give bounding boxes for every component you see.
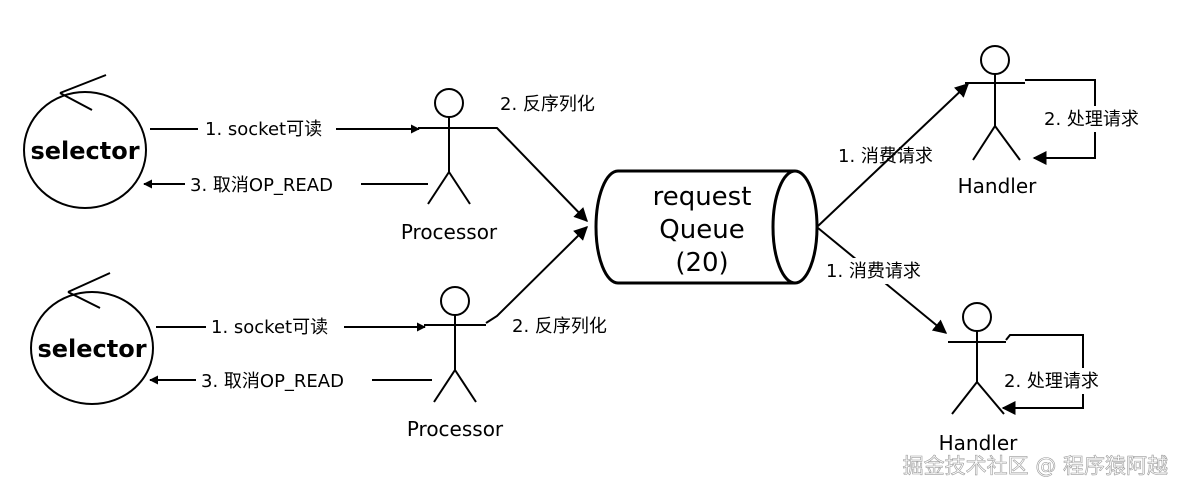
queue-label-line2: Queue — [659, 215, 744, 245]
processor-top-actor: Processor — [401, 88, 498, 244]
deserialize-label-bottom: 2. 反序列化 — [512, 316, 607, 337]
actor-head-icon — [980, 45, 1010, 75]
actor-head-icon — [962, 302, 992, 332]
request-queue: request Queue (20) — [594, 169, 819, 285]
rotate-arrow-icon — [67, 272, 111, 309]
handler-bottom-actor: Handler — [939, 302, 1019, 455]
processor-bottom-actor: Processor — [407, 286, 504, 441]
socket-readable-label-bottom: 1. socket可读 — [211, 317, 328, 338]
cancel-op-read-label-bottom: 3. 取消OP_READ — [201, 371, 344, 392]
watermark: 掘金技术社区 @ 程序猿阿越 — [903, 454, 1168, 478]
actor-head-icon — [440, 286, 470, 316]
process-label-bottom: 2. 处理请求 — [1004, 371, 1099, 392]
selector-top-label: selector — [30, 137, 139, 165]
selector-bottom: selector — [30, 272, 154, 405]
selector-top: selector — [23, 74, 147, 209]
queue-label-line3: (20) — [675, 248, 728, 278]
handler-top-label: Handler — [958, 174, 1038, 198]
queue-label-line1: request — [653, 182, 752, 212]
deserialize-arrow-bottom — [485, 226, 588, 324]
consume-label-bottom: 1. 消费请求 — [826, 261, 921, 282]
handler-top-actor: Handler — [958, 45, 1038, 198]
deserialize-label-top: 2. 反序列化 — [500, 94, 595, 115]
cancel-op-read-label-top: 3. 取消OP_READ — [190, 175, 333, 196]
rotate-arrow-icon — [59, 74, 107, 111]
handler-bottom-label: Handler — [939, 431, 1019, 455]
actor-head-icon — [434, 88, 464, 118]
socket-readable-label-top: 1. socket可读 — [205, 119, 322, 140]
consume-arrow-top — [817, 83, 970, 227]
selector-bottom-label: selector — [37, 335, 146, 363]
processor-top-label: Processor — [401, 220, 498, 244]
process-label-top: 2. 处理请求 — [1044, 109, 1139, 130]
deserialize-arrow-top — [480, 127, 588, 223]
process-loop-arrow-bottom — [1001, 334, 1084, 415]
processor-bottom-label: Processor — [407, 417, 504, 441]
consume-label-top: 1. 消费请求 — [838, 146, 933, 167]
